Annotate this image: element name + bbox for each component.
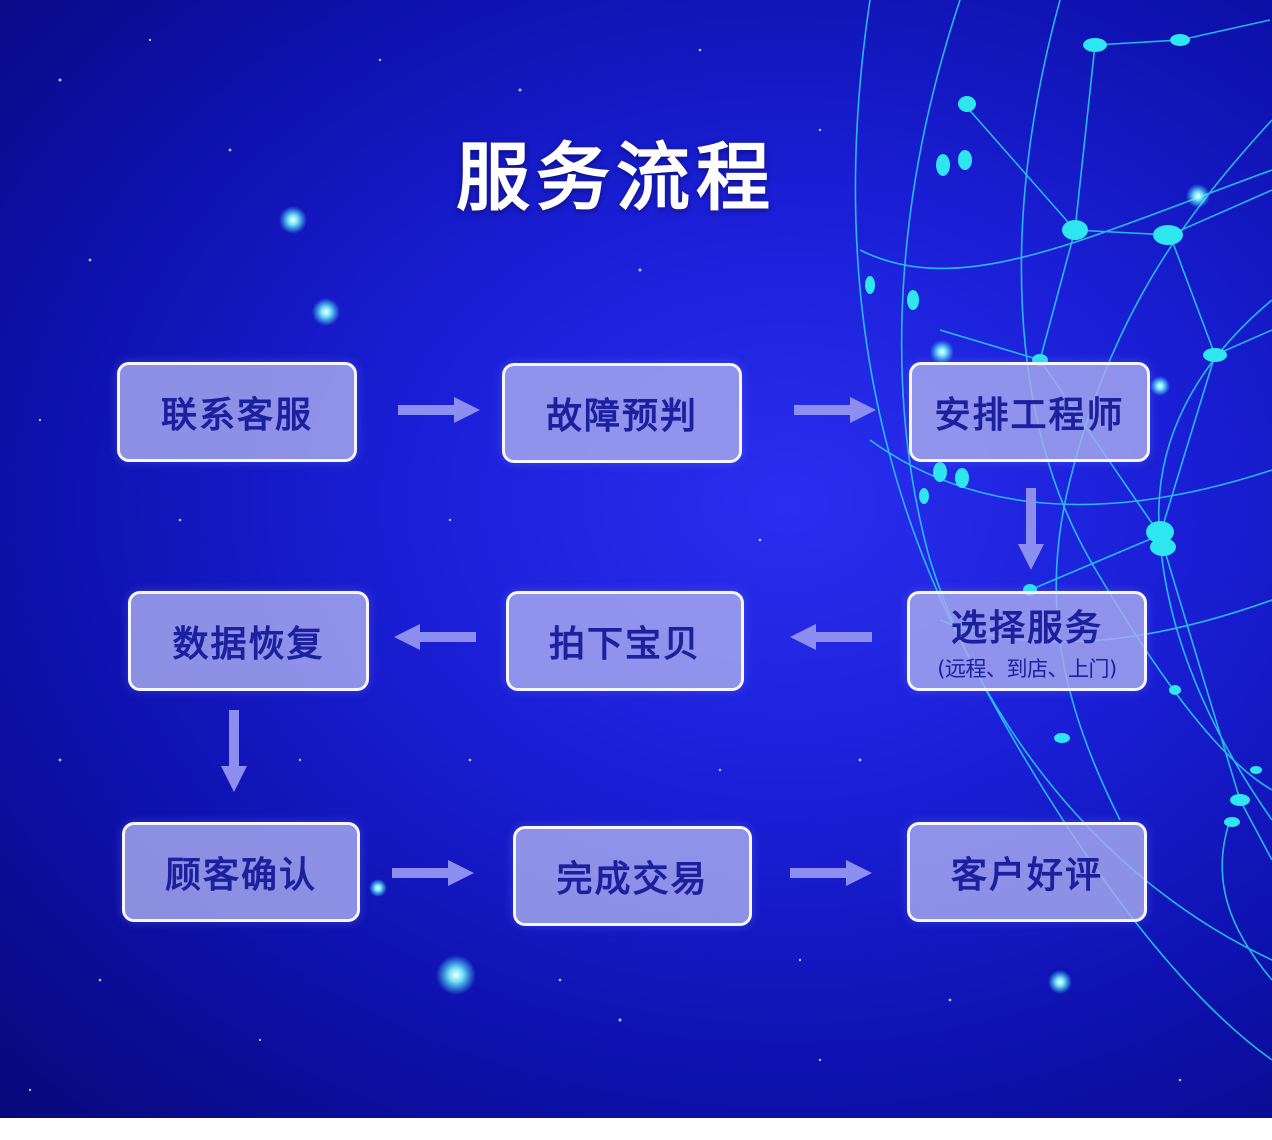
arrow-down-icon	[221, 710, 247, 792]
step-label: 顾客确认	[164, 855, 317, 896]
arrow-right-icon	[790, 860, 872, 886]
arrow-down-icon	[1018, 488, 1044, 570]
arrow-left-icon	[394, 624, 476, 650]
step-complete-transaction: 完成交易	[513, 826, 752, 926]
page-title: 服务流程	[456, 135, 776, 221]
step-assign-engineer: 安排工程师	[909, 362, 1150, 462]
step-choose-service: 选择服务 (远程、到店、上门)	[907, 591, 1147, 691]
step-label: 客户好评	[950, 855, 1103, 896]
step-customer-review: 客户好评	[907, 822, 1147, 922]
step-label: 拍下宝贝	[548, 624, 701, 665]
step-label: 故障预判	[545, 396, 698, 437]
step-label: 安排工程师	[934, 395, 1125, 436]
arrow-right-icon	[392, 860, 474, 886]
step-contact-service: 联系客服	[117, 362, 357, 462]
step-label: 选择服务	[950, 608, 1103, 649]
step-customer-confirm: 顾客确认	[122, 822, 360, 922]
step-label: 完成交易	[556, 859, 709, 900]
step-sublabel: (远程、到店、上门)	[937, 657, 1117, 681]
arrow-right-icon	[398, 397, 480, 423]
arrow-left-icon	[790, 624, 872, 650]
step-fault-diagnosis: 故障预判	[502, 363, 742, 463]
step-place-order: 拍下宝贝	[506, 591, 744, 691]
arrow-right-icon	[794, 397, 876, 423]
step-label: 联系客服	[160, 395, 313, 436]
step-data-recovery: 数据恢复	[128, 591, 369, 691]
step-label: 数据恢复	[172, 624, 325, 665]
